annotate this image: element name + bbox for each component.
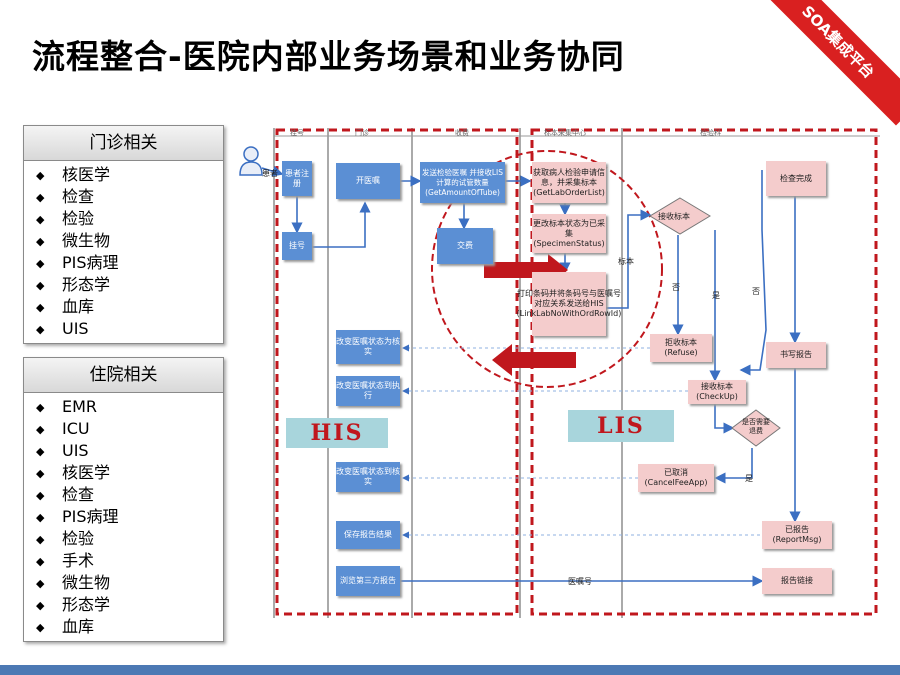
- lis-system-label: LIS: [568, 410, 674, 442]
- refund-decision: [731, 409, 781, 447]
- registration-box: 挂号: [282, 232, 312, 260]
- reported-box: 已报告 (ReportMsg): [762, 521, 832, 549]
- page-title: 流程整合-医院内部业务场景和业务协同: [32, 37, 625, 76]
- his-boundary: [275, 128, 519, 616]
- lane-specimen-center: 标本采集中心: [544, 129, 586, 137]
- list-item: ◆检验: [36, 529, 95, 548]
- edge-label-no: 否: [672, 283, 680, 292]
- diamond-bullet-icon: ◆: [36, 213, 45, 226]
- bottom-bar: [0, 665, 900, 675]
- list-item: ◆PIS病理: [36, 253, 119, 272]
- list-item: ◆检查: [36, 485, 95, 504]
- outpatient-list: ◆核医学 ◆检查 ◆检验 ◆微生物 ◆PIS病理 ◆形态学 ◆血库 ◆UIS: [24, 161, 223, 343]
- list-item: ◆手术: [36, 551, 95, 570]
- edge-label-order-no: 医嘱号: [568, 577, 592, 586]
- need-refund-label: 是否需要退费: [742, 418, 770, 435]
- diamond-bullet-icon: ◆: [36, 577, 45, 590]
- edge-label-no2: 否: [752, 287, 760, 296]
- receive-specimen-label: 接收标本: [658, 212, 690, 221]
- diamond-bullet-icon: ◆: [36, 533, 45, 546]
- actor-label: 患者: [262, 169, 278, 178]
- list-item: ◆微生物: [36, 231, 111, 250]
- list-item: ◆EMR: [36, 397, 98, 416]
- reject-specimen-box: 拒收标本 (Refuse): [650, 334, 712, 362]
- diamond-bullet-icon: ◆: [36, 169, 45, 182]
- diamond-bullet-icon: ◆: [36, 323, 45, 336]
- lane-registration: 挂号: [290, 129, 304, 137]
- payment-box: 交费: [437, 228, 493, 264]
- list-item: ◆核医学: [36, 165, 111, 184]
- diamond-bullet-icon: ◆: [36, 467, 45, 480]
- lane-outpatient: 门诊: [355, 129, 369, 137]
- send-order-box: 发送检验医嘱 并接收LIS计算的试管数量 (GetAmountOfTube): [420, 162, 505, 203]
- save-report-box: 保存报告结果: [336, 521, 400, 549]
- edge-label-specimen: 标本: [618, 257, 634, 266]
- diamond-bullet-icon: ◆: [36, 401, 45, 414]
- receive-specimen-decision: [649, 197, 711, 235]
- diamond-bullet-icon: ◆: [36, 511, 45, 524]
- write-report-box: 书写报告: [766, 342, 826, 368]
- diamond-bullet-icon: ◆: [36, 621, 45, 634]
- diamond-bullet-icon: ◆: [36, 599, 45, 612]
- list-item: ◆ICU: [36, 419, 90, 438]
- diamond-bullet-icon: ◆: [36, 301, 45, 314]
- highlight-circle: [431, 150, 663, 388]
- lane-lab: 检验科: [700, 129, 721, 137]
- checkup-box: 接收标本 (CheckUp): [688, 380, 746, 404]
- list-item: ◆血库: [36, 297, 95, 316]
- diamond-bullet-icon: ◆: [36, 489, 45, 502]
- view-third-party-box: 浏览第三方报告: [336, 566, 400, 596]
- print-barcode-box: 打印条码并将条码号与医嘱号对应关系发送给HIS (LinkLabNoWithOr…: [517, 272, 621, 336]
- register-patient-box: 患者注册: [282, 161, 312, 196]
- list-item: ◆形态学: [36, 275, 111, 294]
- outpatient-header: 门诊相关: [24, 126, 223, 161]
- list-item: ◆形态学: [36, 595, 111, 614]
- his-system-label: HIS: [286, 418, 388, 448]
- diamond-bullet-icon: ◆: [36, 257, 45, 270]
- list-item: ◆PIS病理: [36, 507, 119, 526]
- outpatient-panel: 门诊相关 ◆核医学 ◆检查 ◆检验 ◆微生物 ◆PIS病理 ◆形态学 ◆血库 ◆…: [23, 125, 224, 344]
- diamond-bullet-icon: ◆: [36, 279, 45, 292]
- change-verify2-box: 改变医嘱状态到核实: [336, 462, 400, 492]
- get-request-box: 获取病人检验申请信息，并采集标本 (GetLabOrderList): [532, 162, 606, 203]
- patient-actor-icon: [239, 146, 263, 176]
- exam-done-box: 检查完成: [766, 161, 826, 196]
- inpatient-panel: 住院相关 ◆EMR ◆ICU ◆UIS ◆核医学 ◆检查 ◆PIS病理 ◆检验 …: [23, 357, 224, 642]
- cancelled-box: 已取消 (CancelFeeApp): [638, 464, 714, 492]
- edge-label-yes: 是: [712, 291, 720, 300]
- update-status-box: 更改标本状态为已采集 (SpecimenStatus): [532, 214, 606, 253]
- edge-label-yes2: 是: [745, 474, 753, 483]
- diamond-bullet-icon: ◆: [36, 445, 45, 458]
- diamond-bullet-icon: ◆: [36, 555, 45, 568]
- diamond-bullet-icon: ◆: [36, 423, 45, 436]
- change-verify-box: 改变医嘱状态为核实: [336, 330, 400, 364]
- diamond-bullet-icon: ◆: [36, 235, 45, 248]
- list-item: ◆检验: [36, 209, 95, 228]
- list-item: ◆UIS: [36, 319, 89, 338]
- open-order-box: 开医嘱: [336, 163, 400, 199]
- list-item: ◆检查: [36, 187, 95, 206]
- lane-cashier: 收费: [455, 129, 469, 137]
- lis-boundary: [530, 128, 878, 616]
- red-arrow-left-icon: [492, 344, 576, 376]
- report-link-box: 报告链接: [762, 568, 832, 594]
- change-execute-box: 改变医嘱状态到执行: [336, 376, 400, 406]
- inpatient-list: ◆EMR ◆ICU ◆UIS ◆核医学 ◆检查 ◆PIS病理 ◆检验 ◆手术 ◆…: [24, 393, 223, 641]
- list-item: ◆核医学: [36, 463, 111, 482]
- list-item: ◆微生物: [36, 573, 111, 592]
- list-item: ◆UIS: [36, 441, 89, 460]
- diamond-bullet-icon: ◆: [36, 191, 45, 204]
- inpatient-header: 住院相关: [24, 358, 223, 393]
- list-item: ◆血库: [36, 617, 95, 636]
